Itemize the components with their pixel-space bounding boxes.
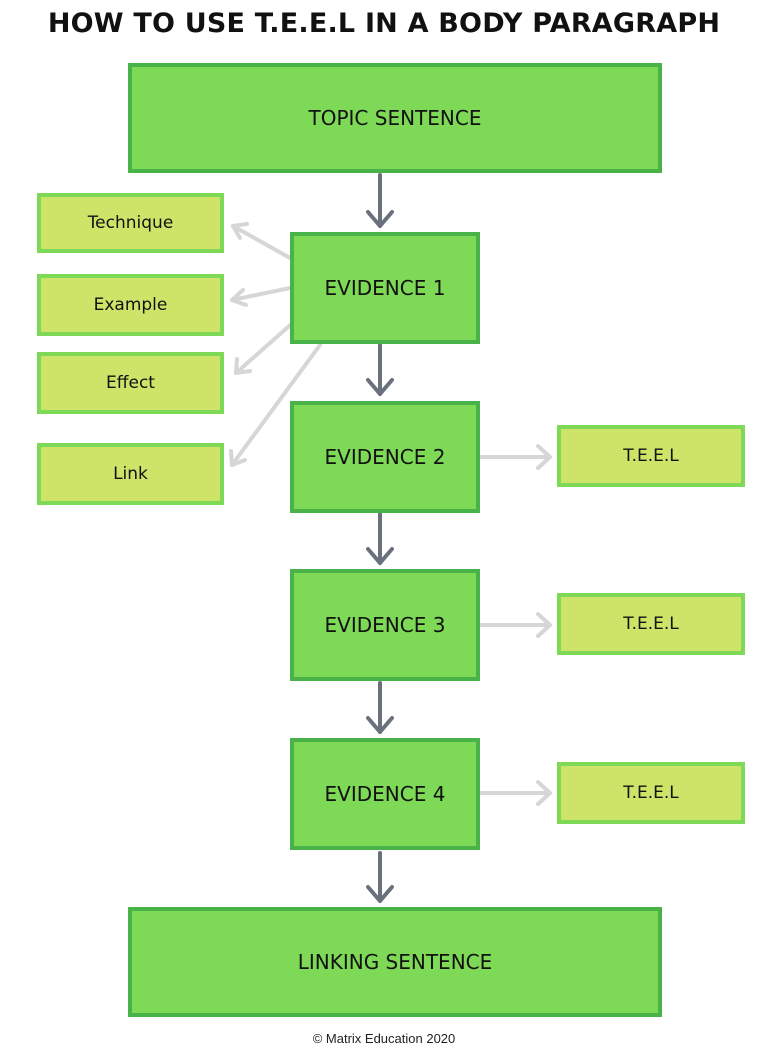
evidence-2-label: EVIDENCE 2 xyxy=(324,445,446,469)
flow-arrow-evidence1-to-evidence2 xyxy=(366,343,394,396)
copyright-footer: © Matrix Education 2020 xyxy=(312,1031,456,1046)
evidence-4-box: EVIDENCE 4 xyxy=(290,738,480,850)
evidence-3-box: EVIDENCE 3 xyxy=(290,569,480,681)
link-label: Link xyxy=(113,464,148,484)
teel-label-evidence4: T.E.E.L xyxy=(623,783,679,803)
example-box: Example xyxy=(37,274,224,336)
evidence-2-box: EVIDENCE 2 xyxy=(290,401,480,513)
diagram-title: HOW TO USE T.E.E.L IN A BODY PARAGRAPH xyxy=(47,8,721,39)
effect-box: Effect xyxy=(37,352,224,414)
topic-sentence-label: TOPIC SENTENCE xyxy=(308,106,482,130)
evidence-3-label: EVIDENCE 3 xyxy=(324,613,446,637)
teel-label-evidence2: T.E.E.L xyxy=(623,446,679,466)
evidence-4-label: EVIDENCE 4 xyxy=(324,782,446,806)
teel-box-evidence4: T.E.E.L xyxy=(557,762,745,824)
technique-box: Technique xyxy=(37,193,224,253)
side-arrow-evidence4 xyxy=(479,780,552,806)
side-arrow-evidence2 xyxy=(479,444,552,470)
teel-label-evidence3: T.E.E.L xyxy=(623,614,679,634)
evidence-1-label: EVIDENCE 1 xyxy=(324,276,446,300)
teel-box-evidence3: T.E.E.L xyxy=(557,593,745,655)
link-box: Link xyxy=(37,443,224,505)
flow-arrow-evidence4-to-linking xyxy=(366,851,394,903)
linking-sentence-box: LINKING SENTENCE xyxy=(128,907,662,1017)
branch-arrow-example xyxy=(230,286,292,307)
branch-arrow-effect xyxy=(234,318,298,375)
example-label: Example xyxy=(93,295,168,315)
flow-arrow-evidence2-to-evidence3 xyxy=(366,512,394,565)
branch-arrow-technique xyxy=(231,222,292,260)
teel-box-evidence2: T.E.E.L xyxy=(557,425,745,487)
evidence-1-box: EVIDENCE 1 xyxy=(290,232,480,344)
topic-sentence-box: TOPIC SENTENCE xyxy=(128,63,662,173)
effect-label: Effect xyxy=(106,373,155,393)
side-arrow-evidence3 xyxy=(479,612,552,638)
flow-arrow-evidence3-to-evidence4 xyxy=(366,681,394,734)
technique-label: Technique xyxy=(87,213,174,233)
linking-sentence-label: LINKING SENTENCE xyxy=(297,950,493,974)
flow-arrow-topic-to-evidence1 xyxy=(366,173,394,228)
